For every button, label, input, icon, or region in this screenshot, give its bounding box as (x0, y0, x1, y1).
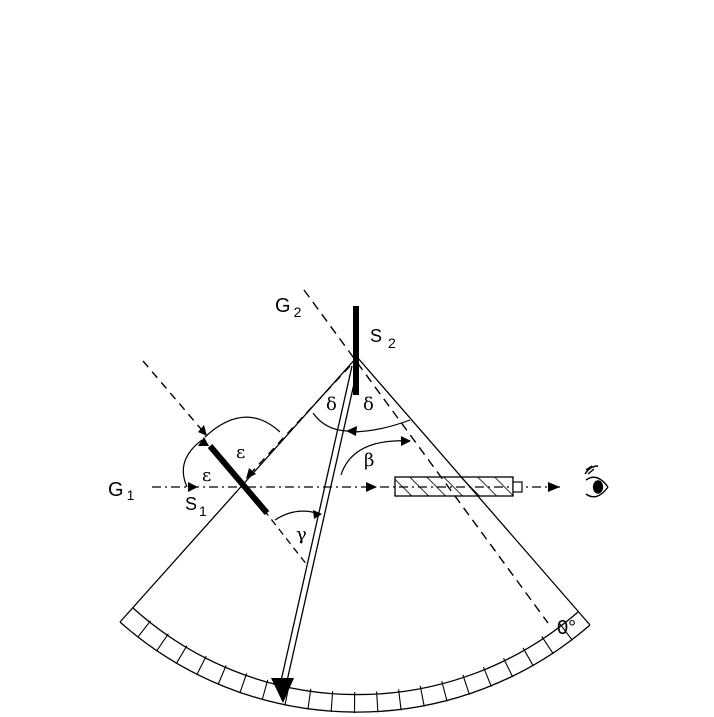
s2-s1-arrowhead (246, 468, 256, 479)
beta-arc-arrowhead (401, 436, 411, 446)
scale-tick (503, 657, 514, 678)
incident-ray (142, 360, 208, 437)
scale-tick (156, 633, 169, 652)
mirror-s1 (207, 444, 270, 515)
eye-icon (584, 465, 609, 498)
scale-tick (441, 680, 448, 702)
s2-s1-ray (249, 365, 351, 475)
sector-edge-left (119, 356, 358, 623)
delta-arc-right (349, 419, 411, 433)
beta-label: β (364, 450, 374, 471)
scale-tick (541, 636, 554, 655)
telescope-body (394, 476, 514, 497)
g1-arrow-3 (548, 482, 560, 492)
scale-inner-arc (132, 607, 579, 696)
gamma-label: γ (296, 524, 307, 545)
scale-tick (376, 691, 379, 713)
delta-right-label: δ (363, 394, 374, 415)
scale-tick (330, 691, 334, 713)
epsilon-arc-lower (182, 439, 203, 488)
g2-line (303, 289, 549, 624)
scale-tick (239, 673, 248, 694)
epsilon-arc-upper (204, 416, 281, 438)
epsilon-arrowhead (198, 437, 209, 446)
scale-tick (137, 620, 151, 638)
sector-outline (119, 356, 591, 713)
scale-tick (196, 655, 207, 676)
scale-tick (482, 666, 492, 687)
scale-tick (462, 674, 471, 695)
scale-tick (261, 679, 269, 701)
gamma-arc-arrowhead (313, 510, 322, 519)
scale-tick (307, 688, 312, 710)
scale-tick (559, 623, 573, 641)
pointer-arrowhead (271, 678, 294, 703)
scale-tick (217, 665, 227, 685)
incident-ray-arrowhead (198, 425, 207, 436)
scale-tick (419, 685, 425, 707)
scale-tick (522, 647, 534, 667)
epsilon-upper-label: ε (236, 442, 245, 463)
epsilon-lower-label: ε (202, 465, 211, 486)
g1-arrow-2 (366, 482, 377, 492)
beta-arc (340, 440, 411, 476)
delta-left-label: δ (326, 394, 337, 415)
scale-tick (175, 645, 188, 664)
telescope-eyepiece (512, 481, 523, 493)
zero-degree-label: 0° (557, 617, 576, 639)
reflected-ray (280, 365, 359, 682)
gamma-arc (274, 510, 321, 521)
scale-tick (398, 689, 402, 711)
g1-arrow-1 (188, 482, 198, 492)
delta-arc (312, 412, 348, 432)
delta-arc-arrowhead (346, 426, 357, 436)
scale-ticks (137, 620, 573, 713)
